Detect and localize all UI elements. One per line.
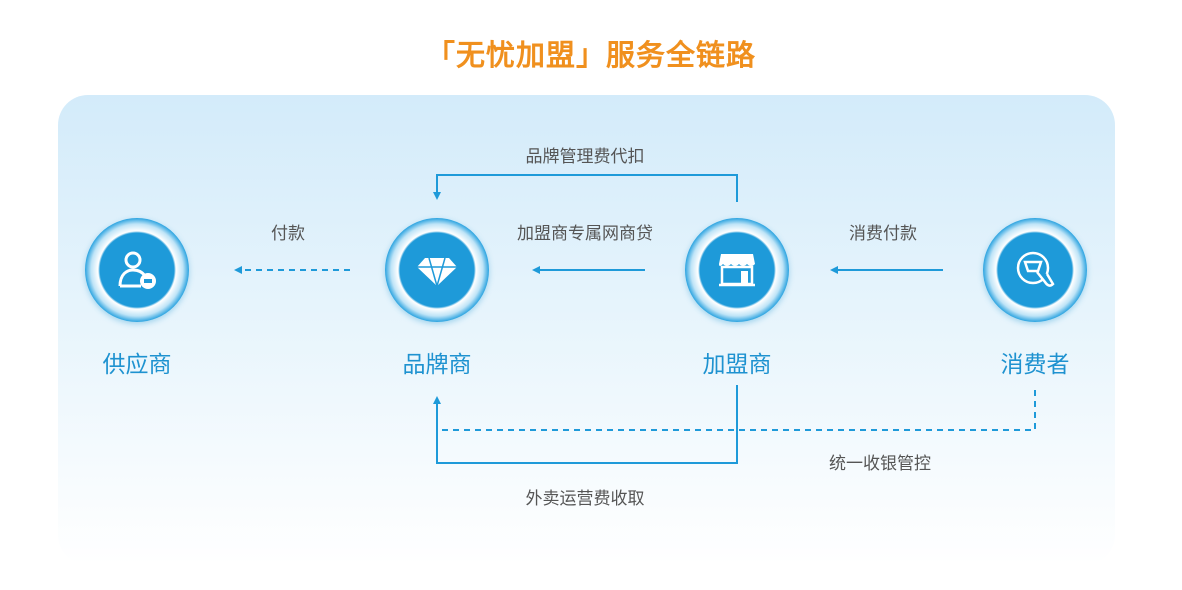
consumer-payment-label: 消费付款 <box>849 224 917 244</box>
arrow-unified-cashier <box>437 390 1036 431</box>
diamond-icon <box>417 257 457 289</box>
cart-tap-icon <box>1016 251 1055 287</box>
diagram-panel <box>58 95 1115 565</box>
page-title: 「无忧加盟」服务全链路 <box>425 38 756 72</box>
arrow-delivery-fee <box>433 385 738 464</box>
consumer-label: 消费者 <box>1000 352 1070 378</box>
supplier-person-icon <box>118 251 156 289</box>
consumer-node <box>983 218 1087 322</box>
brand-label: 品牌商 <box>402 352 472 378</box>
brand-node <box>385 218 489 322</box>
supplier-label: 供应商 <box>102 352 172 378</box>
supplier-node <box>85 218 189 322</box>
arrow-brand-fee <box>433 174 738 202</box>
franchisee-node <box>685 218 789 322</box>
franchise-loan-label: 加盟商专属网商贷 <box>517 224 653 244</box>
storefront-icon <box>719 254 755 287</box>
unified-cashier-label: 统一收银管控 <box>829 454 931 474</box>
payment-label: 付款 <box>271 224 305 244</box>
franchisee-label: 加盟商 <box>702 352 772 378</box>
brand-fee-label: 品牌管理费代扣 <box>525 147 645 167</box>
delivery-fee-label: 外卖运营费收取 <box>525 489 645 509</box>
